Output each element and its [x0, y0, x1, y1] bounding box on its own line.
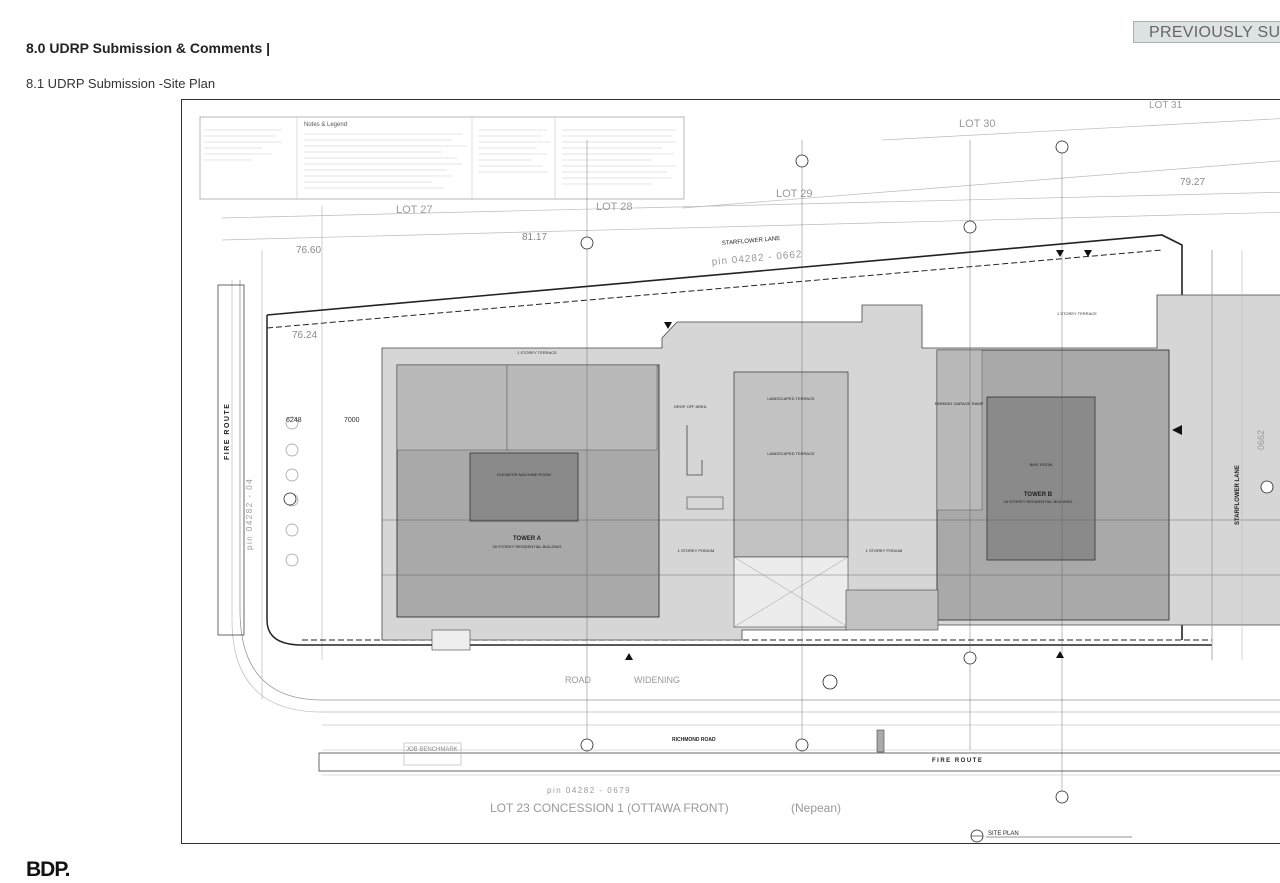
- road-widening-label: ROAD: [565, 675, 592, 685]
- elevation-label: 76.60: [296, 245, 321, 256]
- job-benchmark-box: [403, 742, 462, 766]
- podium-label: 1 STOREY PODIUM: [678, 548, 715, 553]
- page-title: 8.0 UDRP Submission & Comments |: [26, 40, 271, 56]
- street-label-starflower: STARFLOWER LANE: [722, 236, 781, 247]
- elevation-label: 76.24: [292, 330, 317, 341]
- elevation-label: 81.17: [522, 232, 547, 243]
- notes-title: Notes & Legend: [304, 122, 347, 128]
- lot-label-28: LOT 28: [596, 201, 633, 213]
- terrace-label: 1 STOREY TERRACE: [1057, 311, 1097, 316]
- tower-a-label: TOWER A: [513, 536, 542, 542]
- landscaped-terrace: [733, 371, 849, 558]
- lot-concession-label: LOT 23 CONCESSION 1 (OTTAWA FRONT): [490, 801, 729, 815]
- page-subtitle: 8.1 UDRP Submission -Site Plan: [26, 76, 216, 91]
- tower-b-core: [986, 396, 1096, 561]
- richmond-road: [318, 724, 1280, 776]
- drop-off-label: DROP OFF AREA: [674, 404, 707, 409]
- site-plan-svg: Notes & Legend LOT 31: [199, 100, 1280, 843]
- fire-route-left: [217, 284, 245, 636]
- bdp-logo: BDP.: [26, 858, 70, 881]
- status-badge: PREVIOUSLY SU: [1133, 21, 1280, 43]
- dimension-label: 6248: [286, 417, 302, 424]
- tree-symbols: [285, 416, 299, 567]
- notes-legend-block: Notes & Legend: [199, 116, 685, 200]
- terrace-label: 1 STOREY TERRACE: [517, 350, 557, 355]
- entrance-arrows: [625, 250, 1182, 660]
- podium-label: 1 STOREY PODIUM: [866, 548, 903, 553]
- dimension-label: 7000: [344, 417, 360, 424]
- tower-a-lounge: [396, 364, 508, 451]
- job-benchmark-label: JOB BENCHMARK: [406, 747, 458, 753]
- lot-label-30: LOT 30: [959, 118, 996, 130]
- fire-route-label: FIRE ROUTE: [224, 403, 231, 460]
- tower-a-description: 30 STOREY RESIDENTIAL BUILDING: [492, 544, 561, 549]
- tower-b-label: TOWER B: [1024, 492, 1053, 498]
- landscaped-terrace-label: LANDSCAPED TERRACE: [767, 396, 815, 401]
- lot-lines: [221, 100, 1280, 700]
- site-boundary: [231, 280, 1280, 713]
- elevator-room-label: ELEVATOR MACHINE ROOM: [497, 472, 551, 477]
- elevation-label: 79.27: [1180, 177, 1205, 188]
- tower-b-description: 28 STOREY RESIDENTIAL BUILDING: [1003, 499, 1072, 504]
- pin-label: pin 04282 - 04: [245, 478, 254, 550]
- parking-ramp-label: PARKING GARAGE RAMP: [935, 401, 984, 406]
- parking-ramp: [936, 349, 983, 511]
- tower-a-core: [469, 452, 579, 522]
- site-plan-title: SITE PLAN: [988, 831, 1019, 837]
- bike-room-label: BIKE ROOM: [1030, 462, 1053, 467]
- nepean-label: (Nepean): [791, 801, 841, 815]
- street-label-starflower-right: STARFLOWER LANE: [1235, 465, 1241, 525]
- lot-label-27: LOT 27: [396, 204, 433, 216]
- street-label-richmond: RICHMOND ROAD: [672, 737, 716, 743]
- lot-label-31: LOT 31: [1149, 100, 1183, 111]
- utility-box: [431, 629, 471, 651]
- landscaped-terrace-label: LANDSCAPED TERRACE: [767, 451, 815, 456]
- pin-label: pin 04282 - 0662: [711, 249, 803, 268]
- pin-label: pin 04282 - 0679: [547, 786, 631, 795]
- tower-a-amenity: [506, 364, 658, 451]
- road-widening-label: WIDENING: [634, 675, 680, 685]
- fire-route-label: FIRE ROUTE: [932, 758, 983, 764]
- section-markers: [283, 140, 1274, 804]
- storage-area: [845, 589, 939, 631]
- lot-label-29: LOT 29: [776, 188, 813, 200]
- site-plan-drawing: Notes & Legend LOT 31: [181, 99, 1280, 844]
- pin-label: 0662: [1256, 430, 1266, 450]
